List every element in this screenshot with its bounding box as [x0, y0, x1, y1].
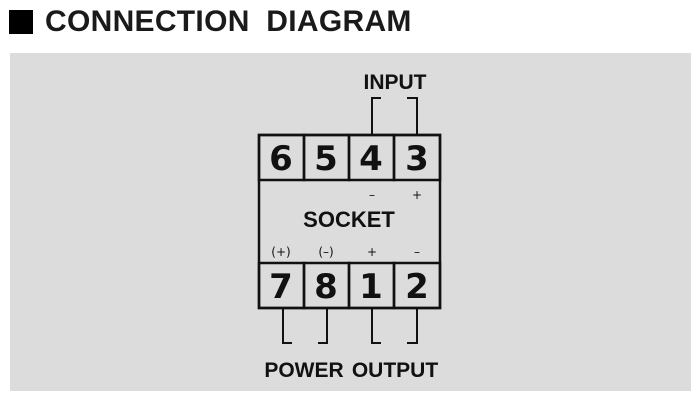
pin-number-4: 4	[359, 139, 383, 179]
pin-number-8: 8	[314, 267, 338, 307]
square-bullet-icon	[9, 10, 33, 34]
power-bracket-left	[282, 308, 292, 344]
bottom-pin-row: 7 8 1 2	[257, 261, 442, 310]
pin-number-3: 3	[405, 139, 429, 179]
pin-number-5: 5	[314, 139, 338, 179]
input-bracket-right	[407, 97, 418, 135]
input-bracket	[371, 97, 418, 135]
input-label: INPUT	[364, 71, 427, 94]
section-title: CONNECTION DIAGRAM	[45, 5, 412, 38]
socket-label: SOCKET	[303, 207, 395, 232]
pin-3-polarity: +	[412, 188, 422, 202]
section-header: CONNECTION DIAGRAM	[9, 4, 412, 40]
output-bracket-left	[371, 308, 381, 344]
pin-number-6: 6	[269, 139, 293, 179]
pin-8-polarity: (–)	[318, 245, 333, 259]
output-bracket	[371, 308, 418, 344]
output-label: OUTPUT	[352, 359, 439, 382]
pin-number-2: 2	[405, 267, 429, 307]
top-pin-row: 6 5 4 3	[257, 133, 442, 182]
input-bracket-left	[371, 97, 381, 135]
pin-4-polarity: –	[369, 188, 375, 202]
pin-2-polarity: –	[414, 245, 420, 259]
output-bracket-right	[407, 308, 418, 344]
power-bracket	[282, 308, 328, 344]
pin-number-1: 1	[359, 267, 383, 307]
pin-number-7: 7	[269, 267, 293, 307]
power-bracket-right	[318, 308, 328, 344]
pin-7-polarity: (+)	[271, 245, 290, 259]
power-label: POWER	[264, 359, 343, 382]
pin-cell-3	[392, 133, 442, 182]
pin-1-polarity: +	[367, 245, 377, 259]
